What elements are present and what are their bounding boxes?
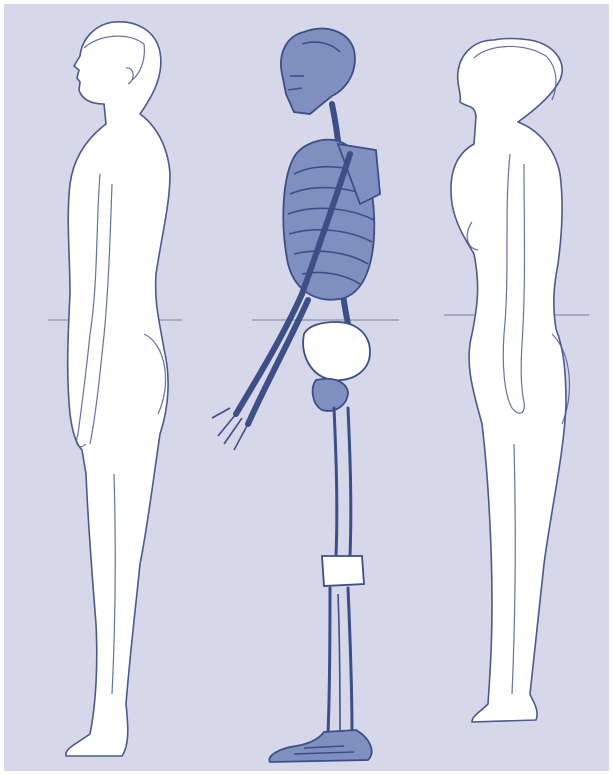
posture-illustration bbox=[4, 4, 609, 771]
illustration-panel bbox=[4, 4, 609, 771]
